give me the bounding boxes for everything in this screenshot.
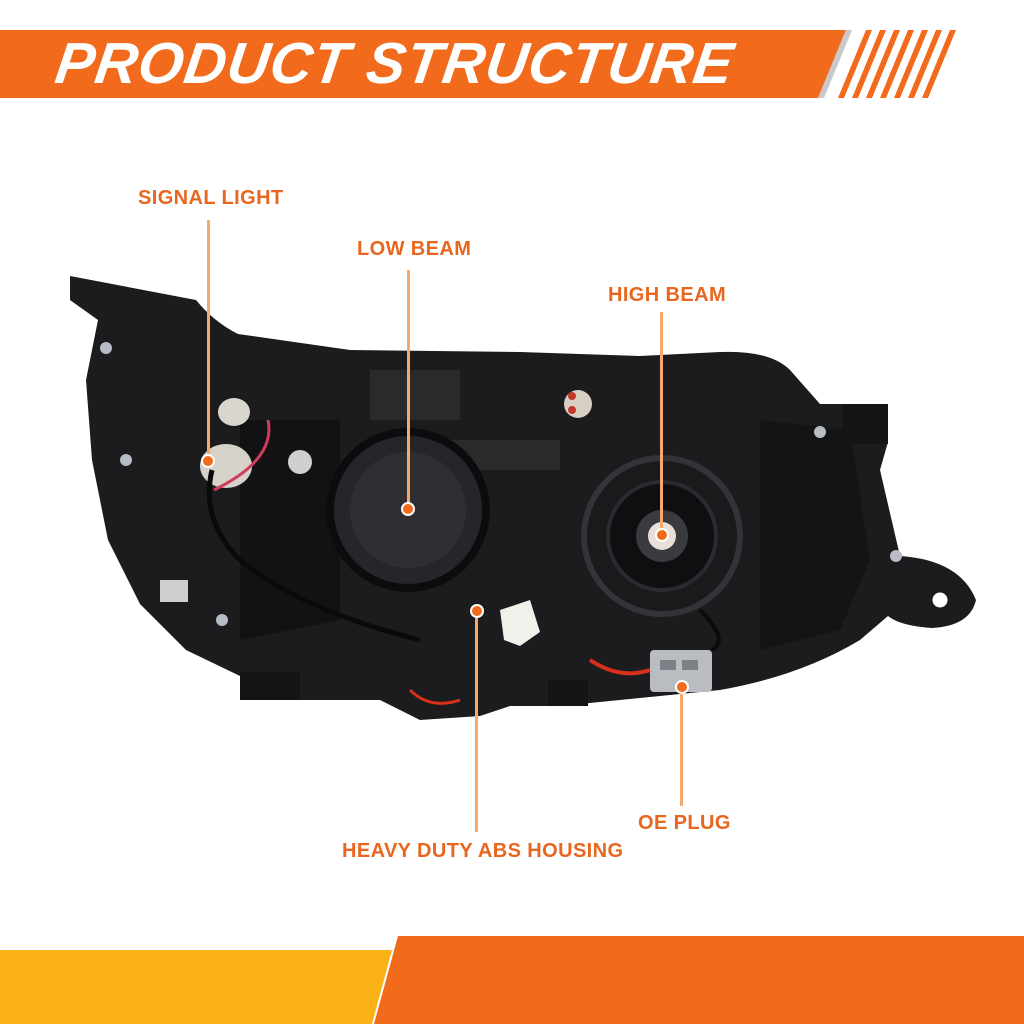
callout-oe-plug-line bbox=[680, 694, 683, 806]
callout-abs-housing-dot bbox=[470, 604, 484, 618]
callout-high-beam-line bbox=[660, 312, 663, 530]
callout-oe-plug: OE PLUG bbox=[638, 812, 731, 834]
callout-high-beam-dot bbox=[655, 528, 669, 542]
banner-shape bbox=[0, 30, 956, 98]
footer-yellow-band bbox=[0, 950, 392, 1024]
callout-signal-light-dot bbox=[201, 454, 215, 468]
header-banner: PRODUCT STRUCTURE bbox=[0, 30, 1024, 98]
footer-orange-band bbox=[374, 936, 1024, 1024]
footer-stripe bbox=[0, 936, 1024, 1024]
callout-low-beam-line bbox=[407, 270, 410, 504]
callout-signal-light: SIGNAL LIGHT bbox=[138, 187, 284, 209]
white-bulb-socket bbox=[500, 600, 540, 646]
callout-low-beam: LOW BEAM bbox=[357, 238, 472, 260]
callout-abs-housing-line bbox=[475, 618, 478, 832]
callout-high-beam: HIGH BEAM bbox=[608, 284, 727, 306]
callout-signal-light-line bbox=[207, 220, 210, 456]
callout-oe-plug-dot bbox=[675, 680, 689, 694]
banner-stripes bbox=[838, 30, 956, 98]
signal-socket bbox=[218, 398, 250, 426]
callout-abs-housing: HEAVY DUTY ABS HOUSING bbox=[342, 840, 624, 862]
callout-low-beam-dot bbox=[401, 502, 415, 516]
